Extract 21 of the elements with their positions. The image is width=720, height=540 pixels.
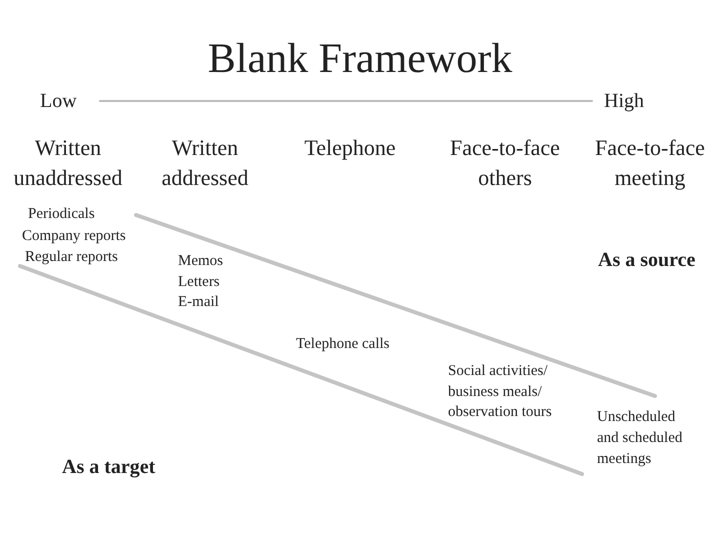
column-heading: Face-to-face others bbox=[449, 134, 561, 192]
channel-item: Letters bbox=[178, 273, 220, 292]
scale-end-label: High bbox=[604, 90, 644, 112]
channel-item: Company reports bbox=[22, 227, 126, 246]
diagram-title: Blank Framework bbox=[206, 36, 514, 82]
channel-item: business meals/ bbox=[448, 383, 542, 402]
channel-item: Unscheduled and scheduled meetings bbox=[597, 408, 684, 469]
channel-item: observation tours bbox=[448, 403, 552, 422]
region-label: As a target bbox=[62, 456, 156, 478]
column-heading: Face-to-face meeting bbox=[594, 134, 706, 192]
channel-item: Telephone calls bbox=[296, 335, 390, 354]
region-label: As a source bbox=[598, 249, 696, 271]
column-heading: Written addressed bbox=[160, 134, 250, 192]
column-heading: Written unaddressed bbox=[12, 134, 124, 192]
channel-item: Social activities/ bbox=[448, 362, 548, 381]
channel-item: Memos bbox=[178, 252, 223, 271]
channel-item: Periodicals bbox=[28, 205, 95, 224]
channel-item: Regular reports bbox=[25, 248, 118, 267]
column-heading: Telephone bbox=[303, 134, 397, 162]
scale-end-label: Low bbox=[40, 90, 77, 112]
channel-item: E-mail bbox=[178, 293, 219, 312]
